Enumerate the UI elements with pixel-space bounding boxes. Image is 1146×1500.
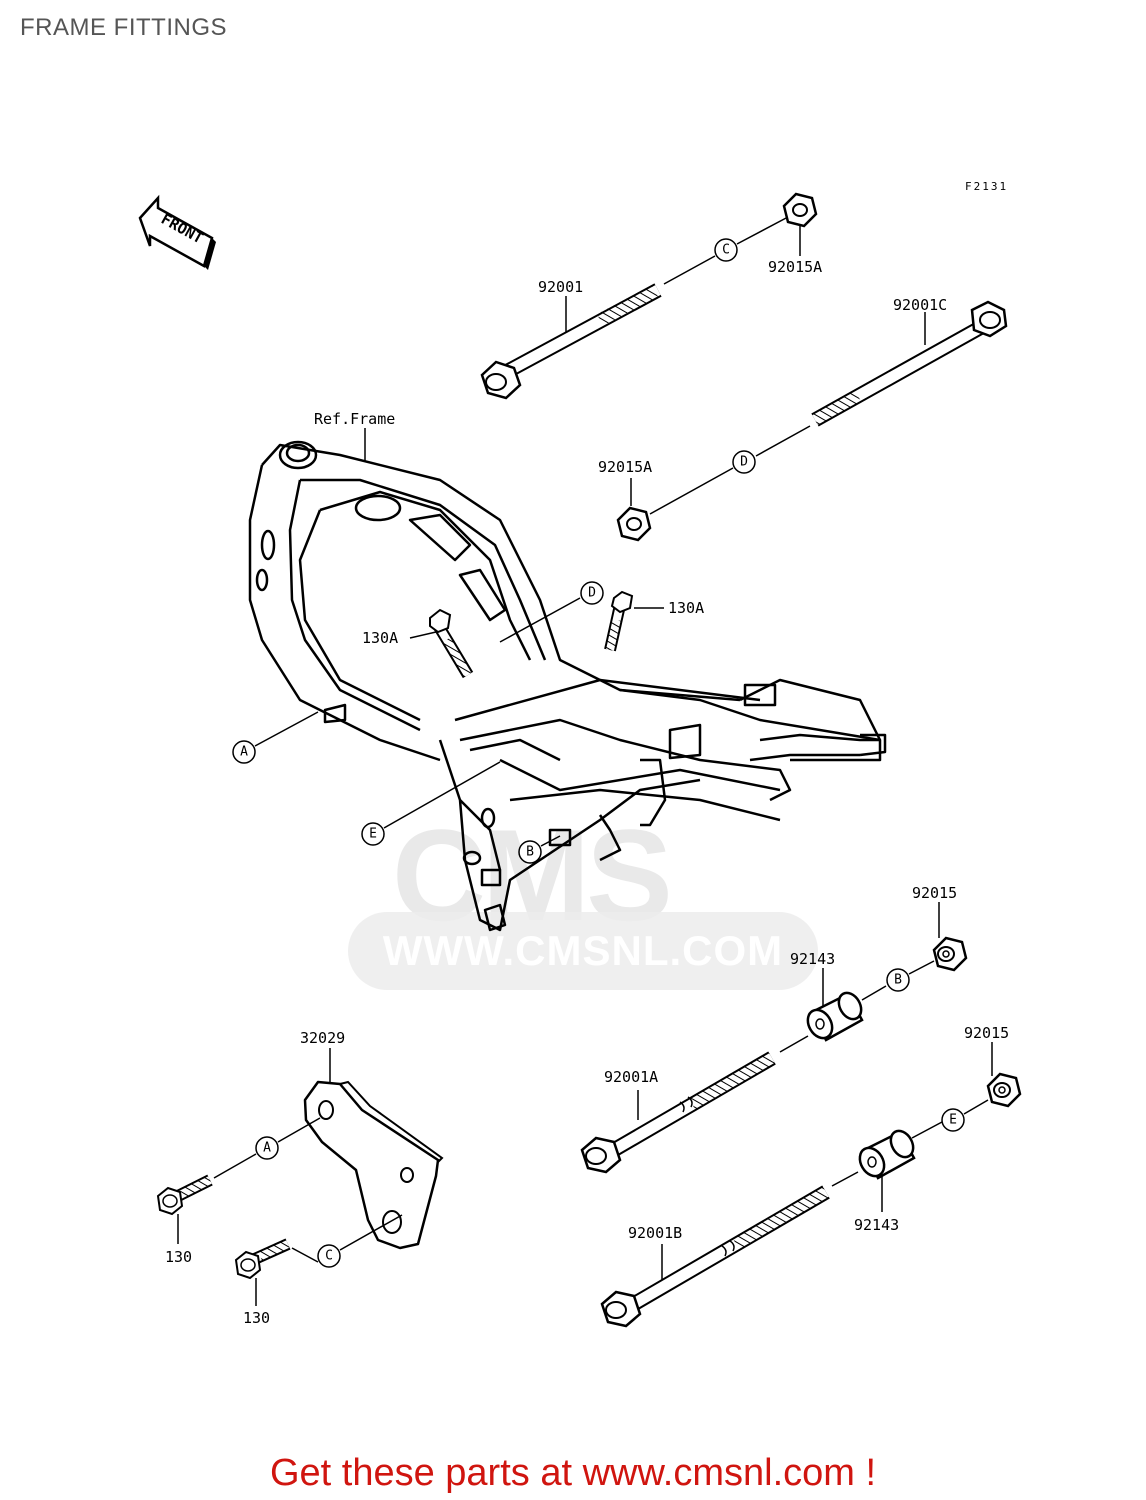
callout-e-frame: E: [361, 822, 385, 846]
bolt-92001a[interactable]: [580, 1051, 776, 1174]
callout-e-right: E: [941, 1108, 965, 1132]
watermark-text: WWW.CMSNL.COM: [382, 927, 784, 974]
svg-text:D: D: [740, 455, 748, 470]
label-130-bottom: 130: [243, 1309, 270, 1327]
svg-text:A: A: [263, 1141, 271, 1156]
callout-c-bracket: C: [317, 1244, 341, 1268]
nut-92015a-mid[interactable]: [616, 506, 652, 542]
svg-text:C: C: [325, 1249, 333, 1264]
bolt-130-top[interactable]: [156, 1174, 213, 1216]
label-92001a: 92001A: [604, 1068, 658, 1086]
svg-text:B: B: [894, 973, 902, 988]
bracket-32029[interactable]: [303, 1080, 444, 1250]
label-130-top: 130: [165, 1248, 192, 1266]
footer-link[interactable]: Get these parts at www.cmsnl.com !: [269, 1452, 877, 1494]
svg-text:E: E: [369, 827, 377, 842]
label-92015-top: 92015: [912, 884, 957, 902]
svg-text:E: E: [949, 1113, 957, 1128]
callout-b-frame: B: [518, 840, 542, 864]
label-92015-bottom: 92015: [964, 1024, 1009, 1042]
collar-92143-top[interactable]: [803, 989, 866, 1043]
label-92001c: 92001C: [893, 296, 947, 314]
svg-text:B: B: [526, 845, 534, 860]
label-92001b: 92001B: [628, 1224, 682, 1242]
bolt-92001[interactable]: [480, 283, 662, 400]
callout-a-bracket: A: [255, 1136, 279, 1160]
frame-drawing: [248, 440, 887, 932]
label-92015a-top: 92015A: [768, 258, 822, 276]
nut-92015-bottom[interactable]: [986, 1072, 1022, 1108]
label-130a-left: 130A: [362, 629, 398, 647]
callout-d-top: D: [732, 450, 756, 474]
label-92015a-mid: 92015A: [598, 458, 652, 476]
svg-text:C: C: [722, 243, 730, 258]
callout-c-top: C: [714, 238, 738, 262]
bolt-92001b[interactable]: [600, 1185, 830, 1328]
svg-text:A: A: [240, 745, 248, 760]
callout-b-right: B: [886, 968, 910, 992]
callout-a-frame: A: [232, 740, 256, 764]
label-92001: 92001: [538, 278, 583, 296]
nut-92015a-top[interactable]: [782, 192, 818, 228]
nut-92015-top[interactable]: [932, 936, 968, 972]
diagram-code: F2131: [965, 180, 1008, 193]
label-92143-bottom: 92143: [854, 1216, 899, 1234]
bolt-130a-left[interactable]: [429, 608, 474, 679]
label-92143-top: 92143: [790, 950, 835, 968]
collar-92143-bottom[interactable]: [855, 1127, 918, 1181]
bolt-130a-right[interactable]: [604, 590, 634, 652]
callout-d-frame: D: [580, 581, 604, 605]
label-32029: 32029: [300, 1029, 345, 1047]
watermark-badge: [348, 912, 818, 990]
bolt-92001c[interactable]: [811, 300, 1008, 427]
svg-text:D: D: [588, 586, 596, 601]
front-arrow-icon: FRONT: [138, 194, 216, 270]
bolt-130-bottom[interactable]: [234, 1238, 291, 1280]
label-ref-frame: Ref.Frame: [314, 410, 395, 428]
page-title: FRAME FITTINGS: [20, 14, 227, 41]
label-130a-right: 130A: [668, 599, 704, 617]
